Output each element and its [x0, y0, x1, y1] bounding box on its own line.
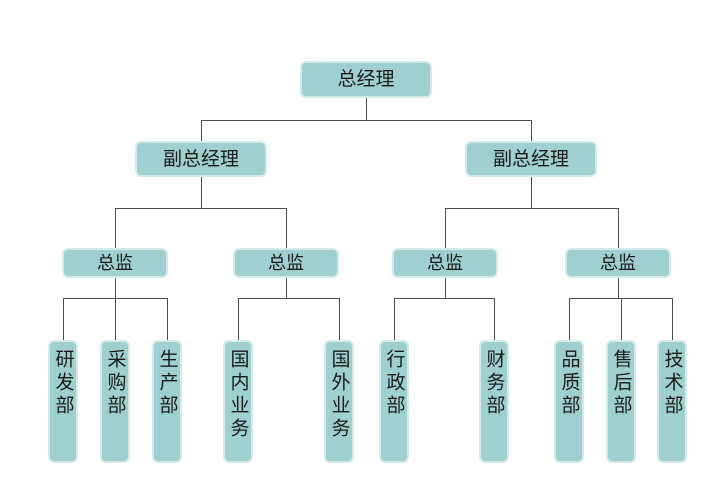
node-dept-quality: 品质部	[554, 340, 584, 463]
dept-label: 国外业务	[328, 349, 350, 441]
connector-bus-group-2	[238, 298, 339, 299]
connector-drop-dept-1	[63, 298, 64, 340]
connector-drop-director-3	[445, 208, 446, 248]
connector-drop-dept-2	[115, 298, 116, 340]
connector-drop-dept-10	[672, 298, 673, 340]
node-dept-production: 生产部	[152, 340, 182, 463]
connector-director-2-stub	[286, 278, 287, 298]
connector-drop-director-1	[115, 208, 116, 248]
connector-drop-deputy-1	[201, 120, 202, 141]
connector-bus-directors-left	[115, 208, 286, 209]
connector-drop-deputy-2	[531, 120, 532, 141]
connector-drop-dept-9	[621, 298, 622, 340]
node-dept-aftersales: 售后部	[606, 340, 636, 463]
connector-drop-dept-7	[494, 298, 495, 340]
node-general-manager: 总经理	[300, 61, 432, 98]
connector-bus-group-3	[394, 298, 494, 299]
node-director-2: 总监	[233, 248, 339, 278]
connector-bus-group-4	[569, 298, 672, 299]
dept-label: 品质部	[558, 349, 580, 418]
node-director-3: 总监	[392, 248, 498, 278]
connector-drop-dept-6	[394, 298, 395, 340]
node-dept-domestic-business: 国内业务	[223, 340, 253, 463]
connector-drop-dept-4	[238, 298, 239, 340]
node-dept-administration: 行政部	[379, 340, 409, 463]
dept-label: 行政部	[383, 349, 405, 418]
node-director-4: 总监	[565, 248, 671, 278]
connector-director-4-stub	[618, 278, 619, 298]
connector-drop-dept-8	[569, 298, 570, 340]
connector-drop-director-2	[286, 208, 287, 248]
dept-label: 财务部	[483, 349, 505, 418]
node-vice-general-manager-1: 副总经理	[135, 141, 267, 177]
connector-deputy-1-stub	[201, 177, 202, 208]
connector-deputy-2-stub	[531, 177, 532, 208]
connector-drop-dept-3	[167, 298, 168, 340]
connector-director-3-stub	[445, 278, 446, 298]
dept-label: 国内业务	[227, 349, 249, 441]
dept-label: 技术部	[661, 349, 683, 418]
connector-bus-directors-right	[445, 208, 618, 209]
connector-root-stub	[366, 98, 367, 120]
node-vice-general-manager-2: 副总经理	[465, 141, 597, 177]
connector-bus-level2	[201, 120, 531, 121]
connector-drop-dept-5	[339, 298, 340, 340]
dept-label: 售后部	[610, 349, 632, 418]
node-dept-overseas-business: 国外业务	[324, 340, 354, 463]
dept-label: 生产部	[156, 349, 178, 418]
node-dept-technology: 技术部	[657, 340, 687, 463]
node-director-1: 总监	[62, 248, 168, 278]
connector-director-1-stub	[115, 278, 116, 298]
connector-drop-director-4	[618, 208, 619, 248]
node-dept-rd: 研发部	[48, 340, 78, 463]
dept-label: 研发部	[52, 349, 74, 418]
node-dept-finance: 财务部	[479, 340, 509, 463]
node-dept-purchasing: 采购部	[100, 340, 130, 463]
dept-label: 采购部	[104, 349, 126, 418]
